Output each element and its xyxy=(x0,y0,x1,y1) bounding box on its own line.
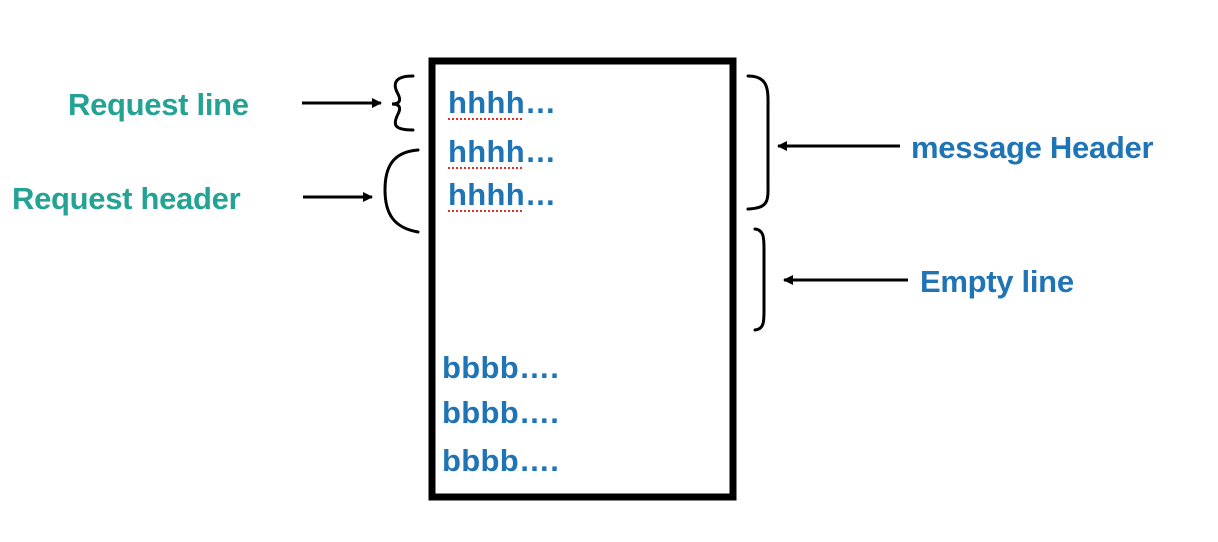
message-box xyxy=(428,57,737,501)
request-line-brace xyxy=(391,74,415,132)
header-line: hhhh… xyxy=(448,85,556,121)
header-line-ellipsis: … xyxy=(524,85,557,120)
body-line: bbbb…. xyxy=(442,443,560,478)
request-header-label: Request header xyxy=(12,181,241,216)
empty-line-brace xyxy=(753,227,766,332)
header-line-word: hhhh xyxy=(448,85,525,120)
request-header-brace xyxy=(383,148,420,234)
header-line-ellipsis: … xyxy=(524,134,557,169)
header-line-word: hhhh xyxy=(448,177,525,212)
body-line: bbbb…. xyxy=(442,350,560,385)
header-line-word: hhhh xyxy=(448,134,525,169)
request-line-label: Request line xyxy=(68,87,249,122)
header-line-ellipsis: … xyxy=(524,177,557,212)
message-header-label: message Header xyxy=(911,130,1154,165)
message-header-brace xyxy=(746,74,770,211)
body-line: bbbb…. xyxy=(442,395,560,430)
empty-line-label: Empty line xyxy=(920,264,1074,299)
header-line: hhhh… xyxy=(448,134,556,170)
header-line: hhhh… xyxy=(448,177,556,213)
